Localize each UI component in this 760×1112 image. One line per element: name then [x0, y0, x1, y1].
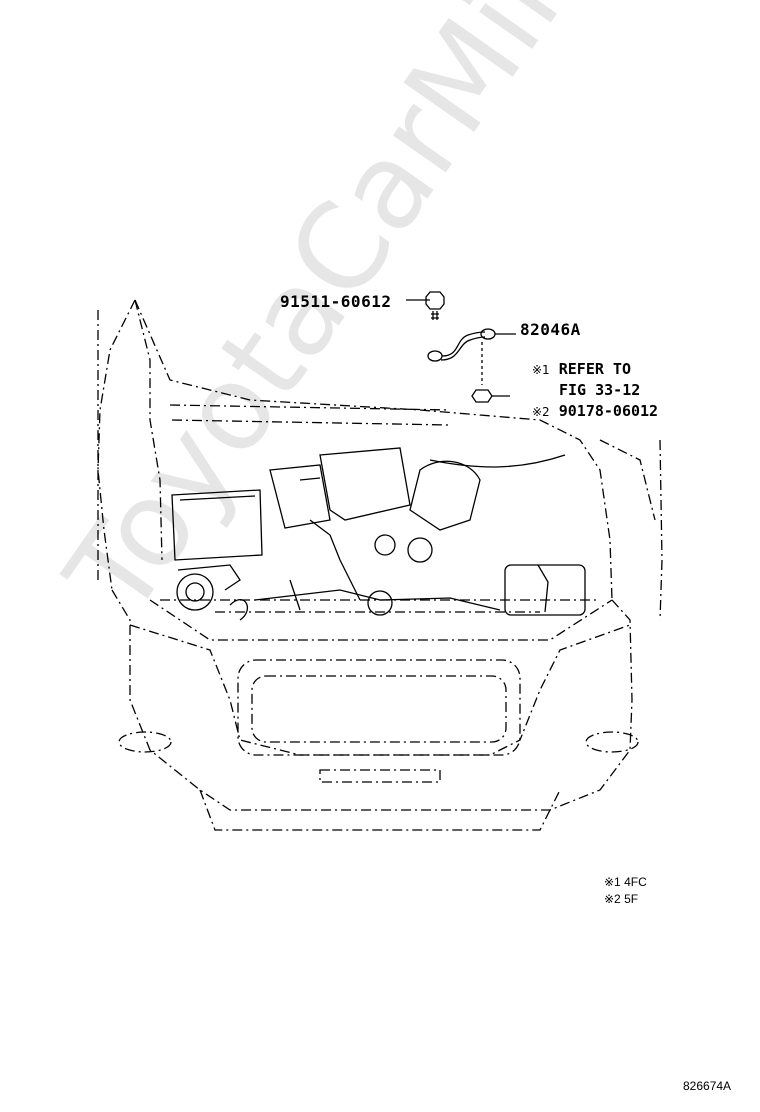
note-2-mark: ※2	[532, 405, 550, 419]
footnote-2: ※2 5F	[604, 892, 639, 906]
note-1-text: REFER TO	[558, 360, 631, 378]
note-2: ※2 90178-06012	[532, 404, 658, 419]
ground-strap-symbol	[427, 328, 516, 385]
note-1-mark: ※1	[532, 363, 550, 377]
nut-symbol	[471, 389, 510, 403]
figure-id: 826674A	[683, 1079, 732, 1093]
engine-bay	[171, 447, 586, 621]
bolt-part-number: 91511-60612	[280, 292, 392, 311]
footnote-1: ※1 4FC	[604, 875, 647, 889]
note-1: ※1 REFER TO	[532, 362, 631, 377]
nut-part-number: 90178-06012	[558, 402, 659, 420]
bolt-symbol	[406, 291, 445, 320]
note-1-figure-ref: FIG 33-12	[559, 381, 641, 399]
ground-strap-part-number: 82046A	[520, 320, 581, 339]
